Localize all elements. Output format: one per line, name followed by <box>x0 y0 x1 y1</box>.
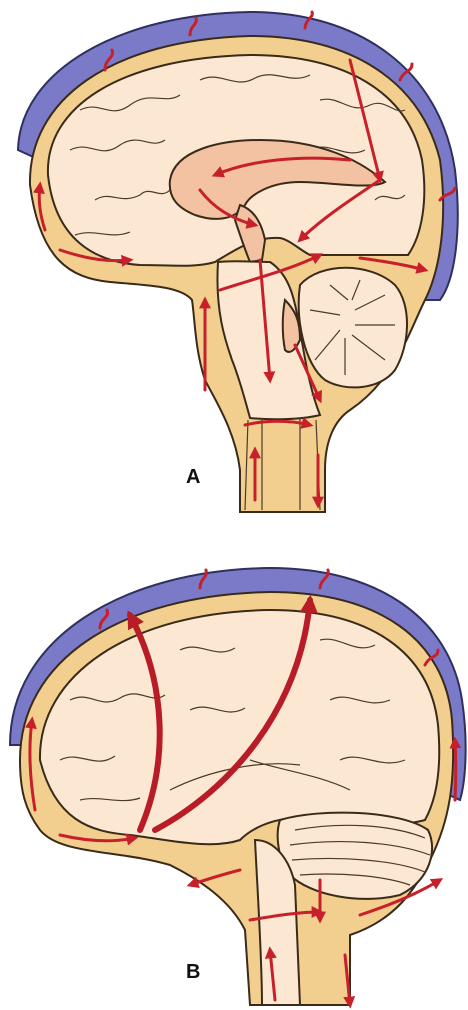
panel-b-lateral-diagram: B <box>10 568 466 1005</box>
panel-b-label: B <box>186 961 200 983</box>
panel-a-midsagittal-diagram: A <box>18 12 458 512</box>
panel-a-label: A <box>186 466 200 488</box>
cerebellum-a <box>299 268 407 388</box>
